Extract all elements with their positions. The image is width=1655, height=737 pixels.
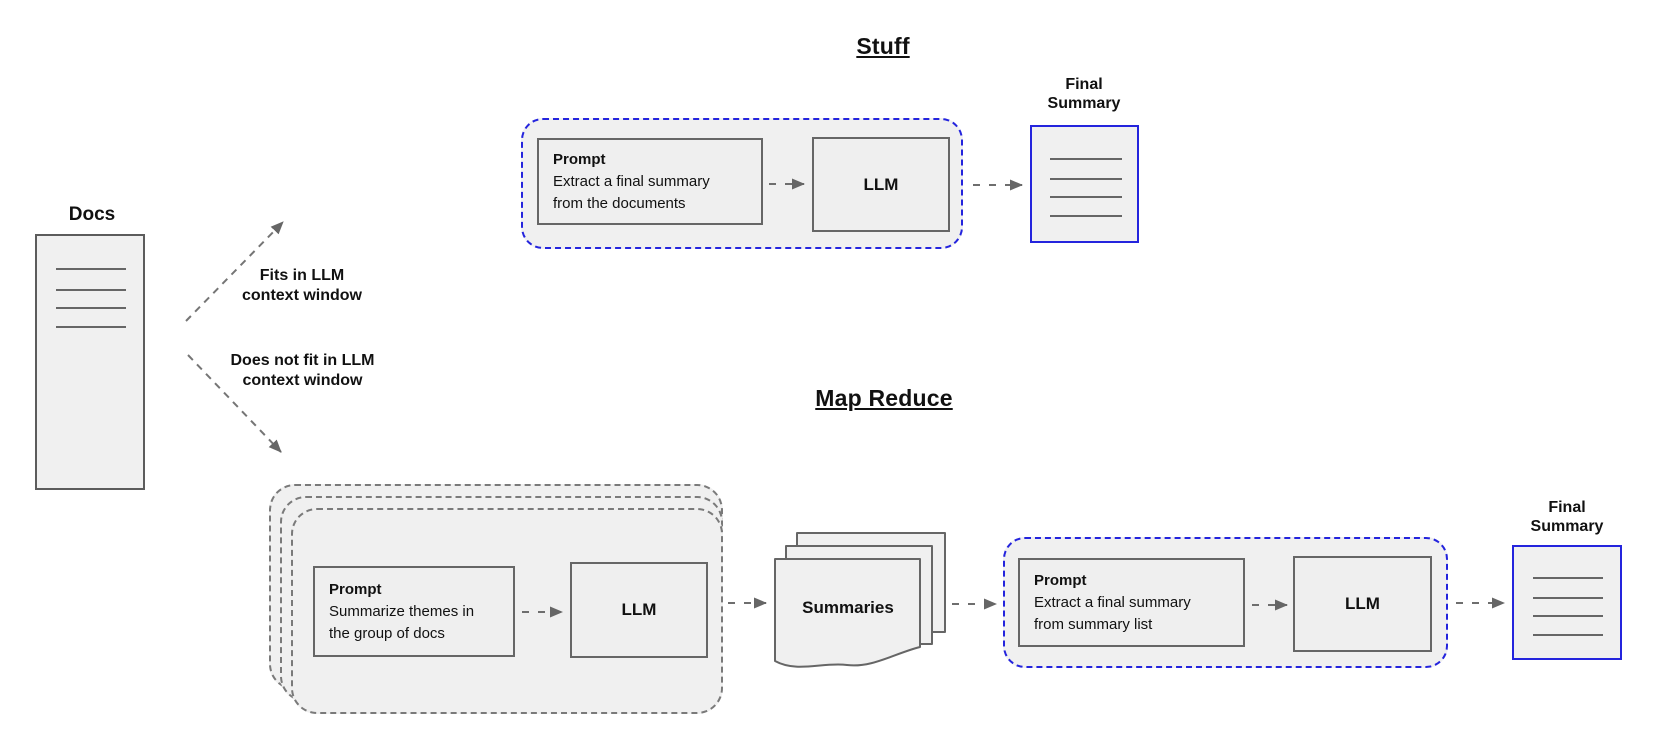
- document-line: [1533, 597, 1603, 599]
- summaries-label: Summaries: [802, 598, 894, 617]
- stuff-section-title: Stuff: [856, 33, 910, 59]
- branch-label-fits-line1: Fits in LLM: [259, 267, 345, 284]
- docs-label: Docs: [68, 204, 116, 225]
- stuff-prompt-box: Prompt Extract a final summary from the …: [537, 138, 763, 225]
- branch-label-fits: Fits in LLM context window: [202, 266, 402, 306]
- stuff-prompt-line: Extract a final summary: [553, 172, 710, 190]
- reduce-final-summary-label-line1: Final: [1548, 499, 1586, 516]
- docs-document: [35, 234, 145, 490]
- document-line: [1050, 158, 1122, 160]
- reduce-final-summary-document: [1512, 545, 1622, 660]
- map-prompt-heading: Prompt: [329, 580, 382, 598]
- branch-label-does-not-fit: Does not fit in LLM context window: [190, 351, 415, 391]
- branch-label-fits-line2: context window: [242, 287, 362, 304]
- document-line: [1050, 196, 1122, 198]
- document-line: [56, 289, 126, 291]
- document-line: [56, 326, 126, 328]
- map-reduce-section-title: Map Reduce: [815, 385, 953, 411]
- reduce-prompt-box: Prompt Extract a final summary from summ…: [1018, 558, 1245, 647]
- reduce-llm-box: LLM: [1293, 556, 1432, 652]
- branch-label-does-not-fit-line1: Does not fit in LLM: [230, 352, 375, 369]
- map-llm-box: LLM: [570, 562, 708, 658]
- reduce-prompt-line: from summary list: [1034, 615, 1153, 633]
- document-line: [1533, 577, 1603, 579]
- document-line: [56, 268, 126, 270]
- document-line: [1050, 178, 1122, 180]
- stuff-final-summary-label-line2: Summary: [1047, 95, 1121, 112]
- reduce-prompt-heading: Prompt: [1034, 571, 1087, 589]
- map-prompt-line: Summarize themes in: [329, 602, 475, 620]
- map-prompt-line: the group of docs: [329, 624, 445, 642]
- document-line: [1533, 634, 1603, 636]
- document-line: [56, 307, 126, 309]
- stuff-final-summary-label-line1: Final: [1065, 76, 1103, 93]
- map-prompt-box: Prompt Summarize themes in the group of …: [313, 566, 515, 657]
- summaries-page-middle: [785, 545, 933, 645]
- stuff-final-summary-document: [1030, 125, 1139, 243]
- document-line: [1050, 215, 1122, 217]
- reduce-final-summary-label-line2: Summary: [1530, 518, 1604, 535]
- document-line: [1533, 615, 1603, 617]
- stuff-llm-box: LLM: [812, 137, 950, 232]
- stuff-prompt-heading: Prompt: [553, 150, 606, 168]
- stuff-prompt-line: from the documents: [553, 194, 686, 212]
- reduce-prompt-line: Extract a final summary: [1034, 593, 1191, 611]
- branch-label-does-not-fit-line2: context window: [242, 372, 363, 389]
- stuff-final-summary-label: Final Summary: [1034, 75, 1134, 113]
- reduce-final-summary-label: Final Summary: [1517, 498, 1617, 536]
